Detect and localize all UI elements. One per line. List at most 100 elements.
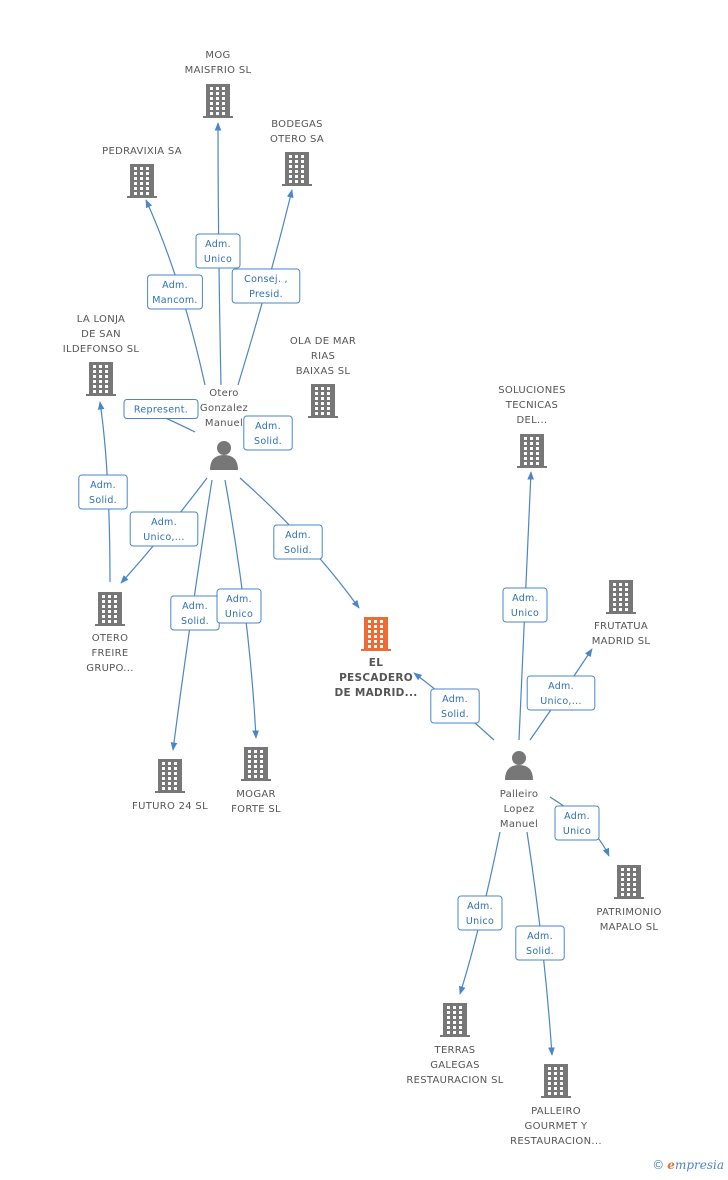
relation-text: Adm. [182,601,208,612]
node-label-line: TERRAS [434,1045,476,1056]
person-icon [210,441,238,470]
relation-text: Adm. [564,811,590,822]
building-icon [282,152,312,186]
relation-text: Adm. [467,901,493,912]
relation-label[interactable]: Adm.Unico,... [129,511,199,547]
relation-text: Adm. [527,931,553,942]
relation-label[interactable]: Consej. ,Presid. [231,268,301,304]
node-label-line: FORTE SL [231,804,281,815]
relation-label[interactable]: Adm.Unico [195,233,241,269]
relation-label[interactable]: Adm. Solid. [78,474,128,510]
node-label-line: RESTAURACION... [510,1136,602,1147]
relation-label[interactable]: Adm.Solid. [273,524,323,560]
node-label-line: ILDEFONSO SL [63,344,140,355]
node-label-line: GRUPO... [86,663,133,674]
relation-label[interactable]: Adm.Mancom. [147,274,203,310]
node-mog[interactable]: MOG MAISFRIO SL [185,50,252,118]
relation-label[interactable]: Adm.Unico,... [526,675,596,711]
relation-label[interactable]: Adm.Unico [554,805,600,841]
relation-text: Solid. [441,709,469,720]
relation-label[interactable]: Represent. [123,399,199,419]
relation-text: Solid. [526,946,554,957]
relation-box [147,274,203,310]
relation-text: Solid. [89,495,117,506]
node-oterofreire[interactable]: OTEROFREIREGRUPO... [86,592,133,674]
node-label-line: MAISFRIO SL [185,65,252,76]
relation-box [515,925,565,961]
relation-text: Unico [466,916,494,927]
relation-label[interactable]: Adm. Solid. [515,925,565,961]
node-label-line: OTERO SA [270,134,324,145]
node-label-line: MAPALO SL [600,922,659,933]
relation-text: Adm. [442,694,468,705]
relation-box [457,895,503,931]
node-label-line: RESTAURACION SL [406,1075,503,1086]
node-label-line: GALEGAS [430,1060,480,1071]
relation-text: Represent. [134,405,188,416]
relation-label[interactable]: Adm. Solid. [430,688,480,724]
relation-text: Adm. [512,593,538,604]
relation-text: Adm. [255,421,281,432]
node-label-line: BAIXAS SL [296,366,351,377]
node-pedravixia[interactable]: PEDRAVIXIA SA [102,146,182,198]
relation-text: Solid. [181,616,209,627]
node-label-line: Palleiro [500,789,539,800]
relation-label[interactable]: Adm. Unico [457,895,503,931]
building-icon [86,362,116,396]
building-icon [95,592,125,626]
node-label-line: PESCADERO [339,672,413,684]
node-label-line: OLA DE MAR [290,336,356,347]
node-label-line: Manuel [500,819,538,830]
relation-box [243,415,293,451]
node-label-line: BODEGAS [271,119,323,130]
relation-text: Unico [511,608,539,619]
node-label-line: SOLUCIONES [498,385,566,396]
relation-text: Solid. [254,436,282,447]
relation-box [78,474,128,510]
node-terras[interactable]: TERRAS GALEGAS RESTAURACION SL [406,1003,503,1086]
building-icon [541,1064,571,1098]
relation-box [273,524,323,560]
node-soluciones[interactable]: SOLUCIONES TECNICAS DEL... [498,385,566,468]
relation-label[interactable]: Adm. Solid. [243,415,293,451]
relation-text: Consej. , [244,274,288,285]
relation-text: Adm. [90,480,116,491]
building-icon [155,759,185,793]
relation-label[interactable]: Adm.Unico [216,588,262,624]
node-olamar[interactable]: OLA DE MAR RIAS BAIXAS SL [290,336,356,418]
building-icon [614,865,644,899]
relation-text: Adm. [285,530,311,541]
node-label-line: Lopez [504,804,535,815]
node-label-line: DEL... [517,415,548,426]
relation-box [129,511,199,547]
building-icon [517,434,547,468]
relation-label[interactable]: Adm. Solid. [170,595,220,631]
nodes-layer: MOG MAISFRIO SL BODEGAS OTERO SA PEDRAVIXIA … [63,50,662,1147]
node-label-line: Manuel [205,418,243,429]
relation-label[interactable]: Adm. Unico [502,587,548,623]
node-label-line: DE MADRID... [334,687,417,699]
node-bodegas[interactable]: BODEGAS OTERO SA [270,119,324,186]
brand-watermark: ©empresia [652,1158,724,1172]
relation-box [554,805,600,841]
node-label-line: PEDRAVIXIA SA [102,146,182,157]
node-label-line: TECNICAS [505,400,558,411]
copyright-symbol: © [652,1158,665,1172]
node-futuro[interactable]: FUTURO 24 SL [132,759,208,812]
node-label-line: MOG [205,50,230,61]
node-label-line: RIAS [311,351,335,362]
node-label-line: Otero [209,388,238,399]
building-icon [361,617,391,651]
relation-box [502,587,548,623]
relation-text: Unico,... [143,532,184,543]
node-label-line: FUTURO 24 SL [132,801,208,812]
